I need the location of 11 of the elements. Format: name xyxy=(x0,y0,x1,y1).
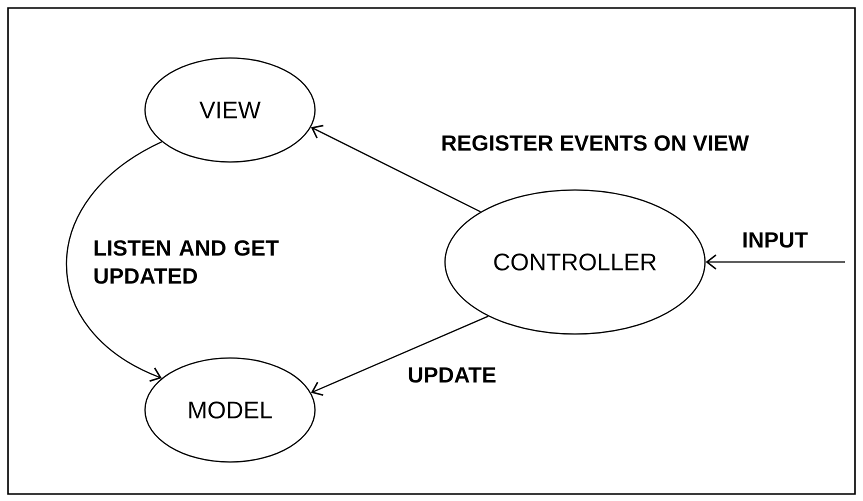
ellipse-node: MODEL xyxy=(144,357,316,463)
edge-label: INPUT xyxy=(743,232,808,248)
edge-label: LISTEN AND GET UPDATED xyxy=(94,240,279,284)
ellipse-node: VIEW xyxy=(144,57,316,163)
arrow xyxy=(706,254,845,270)
arrow xyxy=(66,141,162,382)
arrow xyxy=(310,124,481,212)
arrow xyxy=(310,316,488,396)
edge-label: UPDATE xyxy=(408,367,496,383)
edge-label: REGISTER EVENTS ON VIEW xyxy=(442,135,749,151)
ellipse-node: CONTROLLER xyxy=(444,189,706,335)
